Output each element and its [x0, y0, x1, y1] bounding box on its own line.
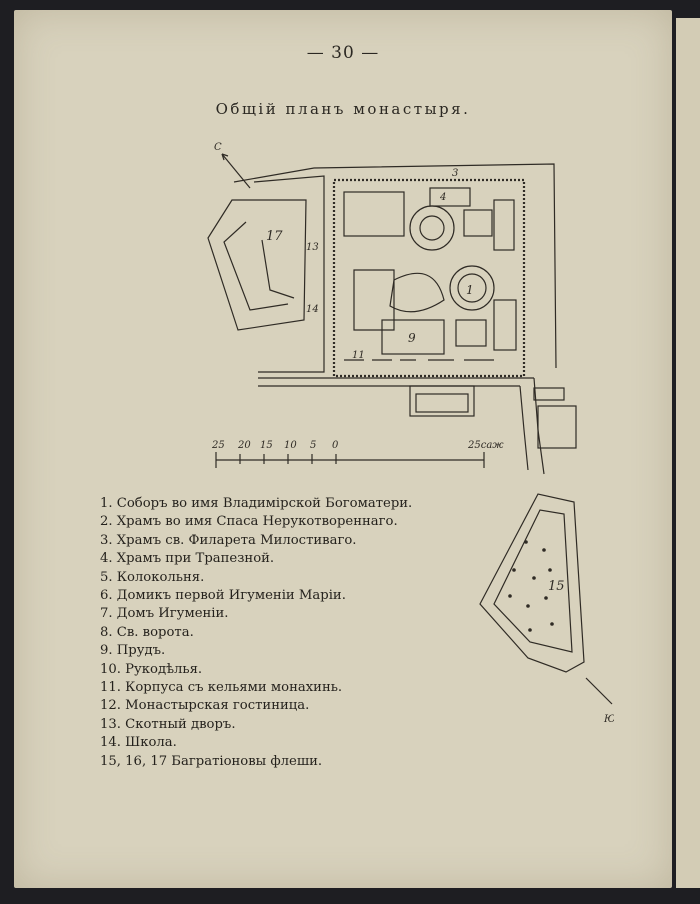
svg-text:20: 20: [237, 440, 251, 451]
legend-item: 12. Монастырская гостиница.: [100, 698, 310, 714]
legend-item: 13. Скотный дворъ.: [100, 716, 236, 732]
south-label: Ю: [603, 714, 614, 725]
legend-item: 3. Храмъ св. Филарета Милостиваго.: [100, 532, 357, 548]
building-east: [537, 405, 577, 449]
building-south: [409, 385, 475, 417]
legend-item: 9. Прудъ.: [100, 643, 166, 659]
svg-text:9: 9: [408, 331, 416, 345]
church-2: [409, 205, 455, 251]
legend-item: 5. Колокольня.: [100, 569, 205, 585]
road: [258, 377, 534, 387]
svg-text:4: 4: [439, 192, 446, 203]
building-10: [463, 209, 493, 237]
pond-9: [381, 319, 445, 355]
svg-text:15: 15: [260, 440, 273, 451]
south-arrow: [585, 677, 613, 705]
bastion-17: [207, 199, 307, 331]
svg-text:25: 25: [211, 440, 225, 451]
north-arrow: [221, 153, 251, 189]
legend-list: 1. Соборъ во имя Владимірской Богоматери…: [100, 495, 412, 771]
svg-text:17: 17: [266, 229, 283, 244]
building: [343, 191, 405, 237]
svg-text:15: 15: [548, 579, 565, 594]
north-label: С: [214, 142, 222, 153]
legend-item: 1. Соборъ во имя Владимірской Богоматери…: [100, 496, 413, 511]
west-wall: [253, 175, 325, 373]
building-4: [429, 187, 471, 207]
legend-item: 7. Домъ Игуменіи.: [100, 606, 229, 622]
cathedral-1: [449, 265, 495, 311]
next-page-edge: [676, 18, 700, 888]
legend-item: 15, 16, 17 Багратіоновы флеши.: [100, 753, 323, 769]
svg-text:1: 1: [466, 283, 474, 297]
legend-item: 4. Храмъ при Трапезной.: [100, 551, 275, 567]
svg-text:0: 0: [332, 440, 339, 451]
legend-item: 6. Домикъ первой Игуменіи Маріи.: [100, 588, 346, 604]
svg-text:3: 3: [452, 168, 458, 179]
bastion-17-inner: [223, 221, 289, 311]
scale-bar: [215, 452, 485, 468]
svg-text:13: 13: [306, 242, 319, 253]
page-number: — 30 —: [306, 43, 380, 63]
svg-text:10: 10: [284, 440, 297, 451]
legend-item: 10. Рукодѣлья.: [100, 661, 203, 677]
legend-item: 14. Школа.: [100, 735, 177, 751]
svg-text:5: 5: [310, 440, 316, 451]
plan-title: Общій планъ монастыря.: [215, 100, 471, 118]
monastery-wall: [332, 178, 526, 378]
legend-item: 2. Храмъ во имя Спаса Нерукотвореннаго.: [100, 514, 398, 530]
svg-text:25саж: 25саж: [467, 440, 504, 451]
svg-text:11: 11: [352, 350, 365, 361]
bastion-15: [479, 493, 585, 673]
legend-item: 11. Корпуса съ кельями монахинь.: [100, 680, 343, 696]
svg-text:14: 14: [306, 304, 319, 315]
outer-wall: [233, 163, 557, 369]
monastery-plan: С Ю 25 20 15 10 5 0 25саж 1 3 4 9 11 13 …: [207, 142, 614, 725]
book-page: — 30 — Общій планъ монастыря.: [14, 10, 672, 888]
legend-item: 8. Св. ворота.: [100, 624, 194, 640]
